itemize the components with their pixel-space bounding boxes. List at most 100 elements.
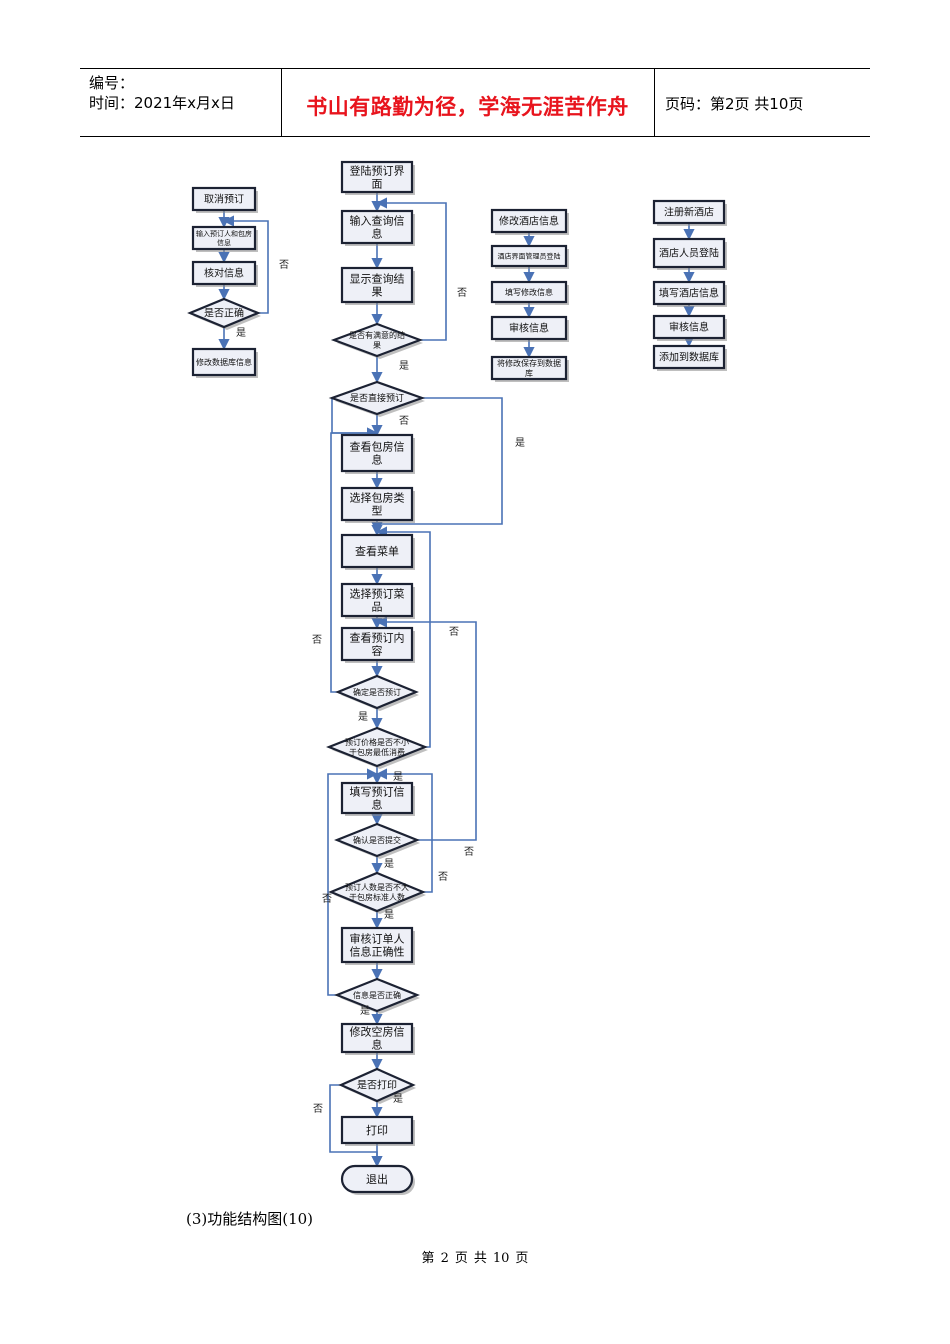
- footer-part: 页: [454, 1251, 468, 1266]
- node-label: 确定是否预订: [353, 687, 401, 697]
- node-label: 果: [373, 341, 381, 350]
- header-divider: [654, 69, 655, 136]
- time-label: 时间：2021年x月x日: [89, 94, 235, 112]
- connector-arrow: [222, 215, 269, 314]
- yes-label: 是: [360, 1005, 370, 1017]
- connector-arrow: [329, 1084, 383, 1168]
- node-add-db: 添加到数据库: [652, 344, 727, 371]
- header-divider: [281, 69, 282, 136]
- connector-arrow: [327, 768, 379, 996]
- connector-arrow: [330, 427, 379, 693]
- node-direct-book: 是否直接预订: [328, 380, 426, 417]
- node-label: 核对信息: [204, 267, 244, 280]
- header-motto: 书山有路勤为径，学海无涯苦作舟: [306, 95, 629, 119]
- node-label: 息: [372, 797, 383, 811]
- node-label: 息: [372, 1037, 383, 1051]
- header-meta: 编号： 时间：2021年x月x日: [89, 73, 235, 113]
- no-label: 否: [279, 259, 289, 271]
- node-label: 容: [372, 643, 383, 657]
- node-view-menu: 查看菜单: [340, 533, 415, 570]
- node-label: 填写修改信息: [505, 287, 553, 297]
- node-label: 打印: [366, 1123, 388, 1137]
- node-modify-db: 修改数据库信息: [191, 347, 258, 378]
- node-label: 登陆预订界: [350, 163, 405, 177]
- no-label: 否: [457, 287, 467, 299]
- connector-arrow: [375, 768, 433, 893]
- node-label: 信息是否正确: [353, 990, 401, 1000]
- node-label: 预订价格是否不小: [345, 737, 409, 747]
- node-modify-hotel: 修改酒店信息: [490, 208, 569, 235]
- node-label: 酒店界面管理员登陆: [498, 252, 561, 261]
- node-hotel-admin-login: 酒店界面管理员登陆: [490, 244, 569, 269]
- node-label: 面: [372, 177, 383, 190]
- node-label: 是否直接预订: [350, 392, 404, 404]
- node-label: 输入预订人和包房: [196, 229, 252, 238]
- node-label: 是否正确: [204, 307, 244, 320]
- node-confirm-submit: 确认是否提交: [334, 822, 420, 859]
- footer-part: 第: [421, 1251, 435, 1266]
- yes-label: 是: [384, 858, 394, 870]
- yes-label: 是: [399, 360, 409, 372]
- node-label: 填写预订信: [350, 784, 405, 798]
- no-label: 否: [438, 871, 448, 883]
- node-print: 打印: [340, 1115, 415, 1146]
- node-label: 显示查询结: [350, 271, 405, 285]
- node-exit: 退出: [340, 1164, 415, 1195]
- node-label: 是否有满意的结: [349, 330, 405, 340]
- node-label: 是否打印: [357, 1079, 397, 1092]
- footer-part: 页: [515, 1251, 529, 1266]
- node-review-info2: 审核信息: [652, 314, 727, 341]
- yes-label: 是: [358, 711, 368, 723]
- code-label: 编号：: [89, 74, 135, 92]
- node-label: 输入查询信: [350, 213, 405, 227]
- node-label: 填写酒店信息: [659, 287, 719, 300]
- node-label: 添加到数据库: [659, 351, 719, 364]
- node-label: 于包房标准人数: [349, 892, 405, 902]
- yes-label: 是: [515, 437, 525, 449]
- node-label: 息: [372, 226, 383, 240]
- node-label: 审核信息: [509, 322, 549, 335]
- footer-part: 2: [440, 1251, 449, 1266]
- node-staff-login: 酒店人员登陆: [652, 237, 727, 270]
- yes-label: 是: [393, 1093, 403, 1105]
- node-label: 将修改保存到数据: [497, 358, 561, 368]
- yes-label: 是: [393, 771, 403, 783]
- node-label: 查看菜单: [355, 544, 399, 558]
- document-header: 编号： 时间：2021年x月x日 书山有路勤为径，学海无涯苦作舟 页码：第2页 …: [80, 68, 870, 137]
- node-label: 审核订单人: [350, 931, 405, 945]
- no-label: 否: [313, 1103, 323, 1115]
- node-label: 审核信息: [669, 321, 709, 334]
- node-label: 修改数据库信息: [196, 357, 252, 367]
- no-label: 否: [399, 415, 409, 427]
- node-label: 酒店人员登陆: [659, 247, 719, 260]
- node-info-correct: 信息是否正确: [334, 977, 420, 1014]
- node-verify: 核对信息: [191, 260, 258, 287]
- node-label: 修改酒店信息: [499, 215, 559, 228]
- node-label: 查看预订内: [350, 630, 405, 644]
- footer-part: 10: [492, 1251, 510, 1266]
- no-label: 否: [322, 893, 332, 905]
- node-label: 型: [372, 503, 383, 517]
- node-fill-modify: 填写修改信息: [490, 280, 569, 305]
- node-label: 息: [372, 452, 383, 466]
- node-label: 品: [372, 600, 383, 613]
- node-is-correct: 是否正确: [187, 297, 261, 330]
- node-label: 信息: [217, 238, 231, 247]
- node-label: 预订人数是否不大: [345, 882, 409, 892]
- node-label: 选择预订菜: [350, 586, 405, 600]
- no-label: 否: [464, 846, 474, 858]
